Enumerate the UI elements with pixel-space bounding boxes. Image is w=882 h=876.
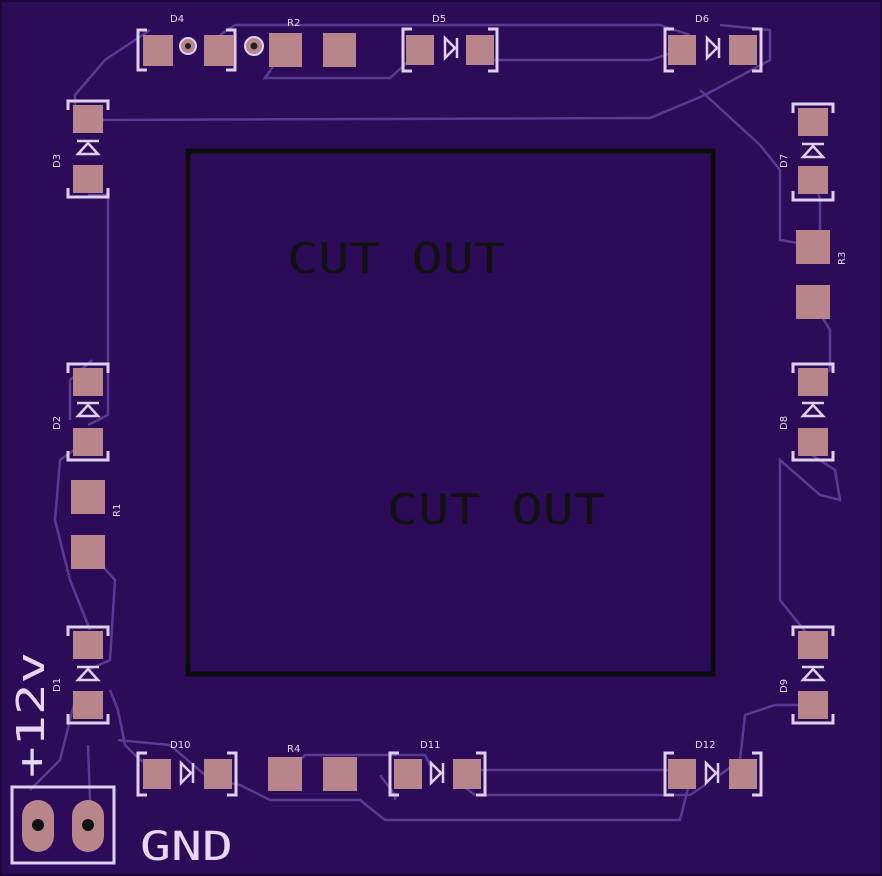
ref-d3: D3 xyxy=(52,154,63,168)
pad xyxy=(453,759,481,789)
ref-r4: R4 xyxy=(287,744,300,755)
led-d9: D9 xyxy=(779,625,835,725)
diode-symbol xyxy=(800,665,826,682)
diode-symbol xyxy=(75,139,101,156)
resistor-r4: R4 xyxy=(268,744,357,791)
pad xyxy=(143,759,171,789)
led-d5: D5 xyxy=(401,14,499,73)
ref-d11: D11 xyxy=(420,740,440,751)
diode-symbol xyxy=(705,34,721,62)
pad xyxy=(798,691,828,719)
pad xyxy=(668,759,696,789)
diode-symbol xyxy=(704,759,720,787)
ref-d6: D6 xyxy=(695,14,709,25)
pad xyxy=(798,166,828,194)
led-d8: D8 xyxy=(779,362,835,462)
pad xyxy=(71,480,105,514)
connector-outline xyxy=(10,785,116,865)
led-d6: D6 xyxy=(663,14,763,73)
diode-symbol xyxy=(800,401,826,418)
ref-d4: D4 xyxy=(170,14,184,25)
pad xyxy=(668,35,696,65)
ref-r1: R1 xyxy=(112,504,123,517)
pad xyxy=(798,368,828,396)
led-d7: D7 xyxy=(779,102,835,202)
pad xyxy=(73,165,103,193)
drill-hole xyxy=(32,819,44,831)
diode-symbol xyxy=(75,665,101,682)
ref-d7: D7 xyxy=(779,154,790,168)
ref-d10: D10 xyxy=(170,740,190,751)
diode-symbol xyxy=(75,401,101,418)
led-d10: D10 xyxy=(136,740,238,797)
pad xyxy=(394,759,422,789)
led-d11: D11 xyxy=(388,740,487,797)
ref-d5: D5 xyxy=(432,14,446,25)
diode-symbol xyxy=(179,759,195,787)
led-d4: D4 xyxy=(136,14,237,72)
pad xyxy=(798,108,828,136)
ground-label: GND xyxy=(140,824,233,870)
pad xyxy=(798,428,828,456)
pad xyxy=(796,285,830,319)
pad xyxy=(796,230,830,264)
led-d3: D3 xyxy=(52,99,110,199)
pad xyxy=(204,759,232,789)
pad xyxy=(406,35,434,65)
diode-symbol xyxy=(443,34,459,62)
pad xyxy=(73,368,103,396)
pad xyxy=(73,631,103,659)
pad xyxy=(323,33,356,67)
led-d2: D2 xyxy=(52,362,110,462)
pad xyxy=(268,757,302,791)
pad xyxy=(73,691,103,719)
diode-symbol xyxy=(800,142,826,159)
ref-r2: R2 xyxy=(287,18,300,29)
ref-d8: D8 xyxy=(779,416,790,430)
pad xyxy=(466,35,494,65)
pad xyxy=(323,757,357,791)
diode-symbol xyxy=(429,759,445,787)
ref-d2: D2 xyxy=(52,416,63,430)
pad xyxy=(798,631,828,659)
led-d1: D1 xyxy=(52,625,110,725)
resistor-r1: R1 xyxy=(71,480,123,569)
pad xyxy=(73,428,103,456)
pad xyxy=(71,535,105,569)
drill-hole xyxy=(82,819,94,831)
resistor-r3: R3 xyxy=(796,230,848,319)
cutout-outline xyxy=(185,148,716,677)
pad xyxy=(73,105,103,133)
pad xyxy=(269,33,302,67)
ref-d1: D1 xyxy=(52,678,63,692)
led-d12: D12 xyxy=(663,740,763,797)
pad xyxy=(143,35,173,66)
ref-r3: R3 xyxy=(837,252,848,265)
power-connector xyxy=(10,785,116,865)
cutout-label-1: CUT OUT xyxy=(287,234,505,283)
ref-d9: D9 xyxy=(779,679,790,693)
cutout-label-2: CUT OUT xyxy=(387,485,605,534)
pad xyxy=(729,759,757,789)
power-label: +12v xyxy=(9,652,53,778)
resistor-r2: R2 xyxy=(244,18,356,67)
pad xyxy=(729,35,757,65)
pad xyxy=(204,35,234,66)
ref-d12: D12 xyxy=(695,740,715,751)
